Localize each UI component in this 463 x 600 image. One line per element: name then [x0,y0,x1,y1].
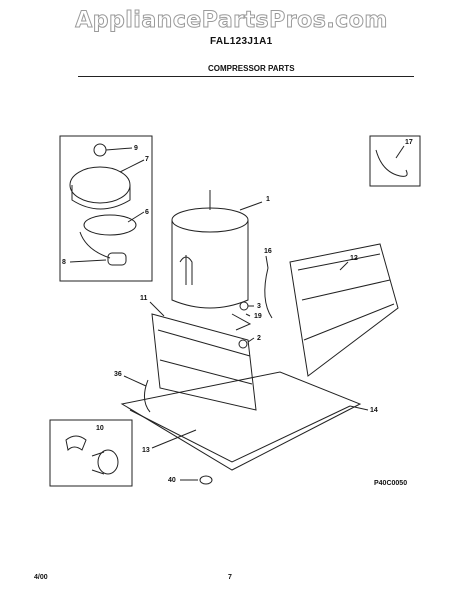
part-label-12: 12 [350,255,358,262]
washer [238,339,248,349]
drain-plug [199,475,213,485]
model-number: FAL123J1A1 [210,36,273,47]
leader-14 [349,405,369,411]
section-title: COMPRESSOR PARTS [208,64,295,73]
part-10-capacitor-side [91,451,105,475]
leader-1 [239,201,263,211]
leader-6 [127,211,145,223]
page-number: 7 [228,574,232,581]
title-rule [78,76,414,77]
terminal-cover [69,166,131,204]
gasket [83,214,137,236]
part-label-17: 17 [405,139,413,146]
part-label-11: 11 [140,295,148,302]
leader-9 [105,147,133,151]
terminal-cover-side [71,185,131,210]
part-label-19: 19 [254,313,262,320]
leader-19 [245,313,251,317]
grommet [239,301,249,311]
accumulator [179,255,193,285]
cover-nut [93,143,107,157]
leader-16 [265,255,269,269]
leader-7 [119,159,145,173]
diagram-code: P40C0050 [374,480,408,487]
part-36-clip [144,379,151,413]
part-label-9: 9 [134,145,138,152]
evaporator-fins [157,329,253,385]
inset-box-17 [369,135,421,187]
compressor-top [171,207,249,233]
part-label-8: 8 [62,259,66,266]
part-label-6: 6 [145,209,149,216]
evaporator-coil [151,313,257,411]
leader-8 [69,259,107,263]
overload-wire [79,231,111,259]
base-pan [120,371,362,471]
part-label-36: 36 [114,371,122,378]
part-label-7: 7 [145,156,149,163]
part-label-2: 2 [257,335,261,342]
part-10-clamp [65,435,87,452]
part-label-16: 16 [264,248,272,255]
part-17-tube [375,149,408,177]
condenser-coil [289,243,399,377]
leader-11 [149,301,165,317]
inset-box-10 [49,419,133,487]
part-label-13: 13 [142,447,150,454]
part-16-wire [264,267,273,319]
compressor-body [171,220,249,309]
revision-date: 4/00 [34,574,48,581]
leader-12 [339,261,349,271]
leader-13 [151,429,197,449]
condenser-fins [297,253,395,341]
base-pan-rim [129,405,351,463]
leader-36 [123,375,147,387]
part-label-3: 3 [257,303,261,310]
mount-bracket [231,313,252,331]
leader-17 [395,145,405,159]
part-label-10: 10 [96,425,104,432]
leader-2 [247,337,255,343]
part-label-14: 14 [370,407,378,414]
inset-box-cover [59,135,153,282]
part-label-1: 1 [266,196,270,203]
part-10-capacitor [97,449,119,475]
site-watermark: AppliancePartsPros.com [75,8,388,34]
overload [107,252,127,266]
part-label-40: 40 [168,477,176,484]
